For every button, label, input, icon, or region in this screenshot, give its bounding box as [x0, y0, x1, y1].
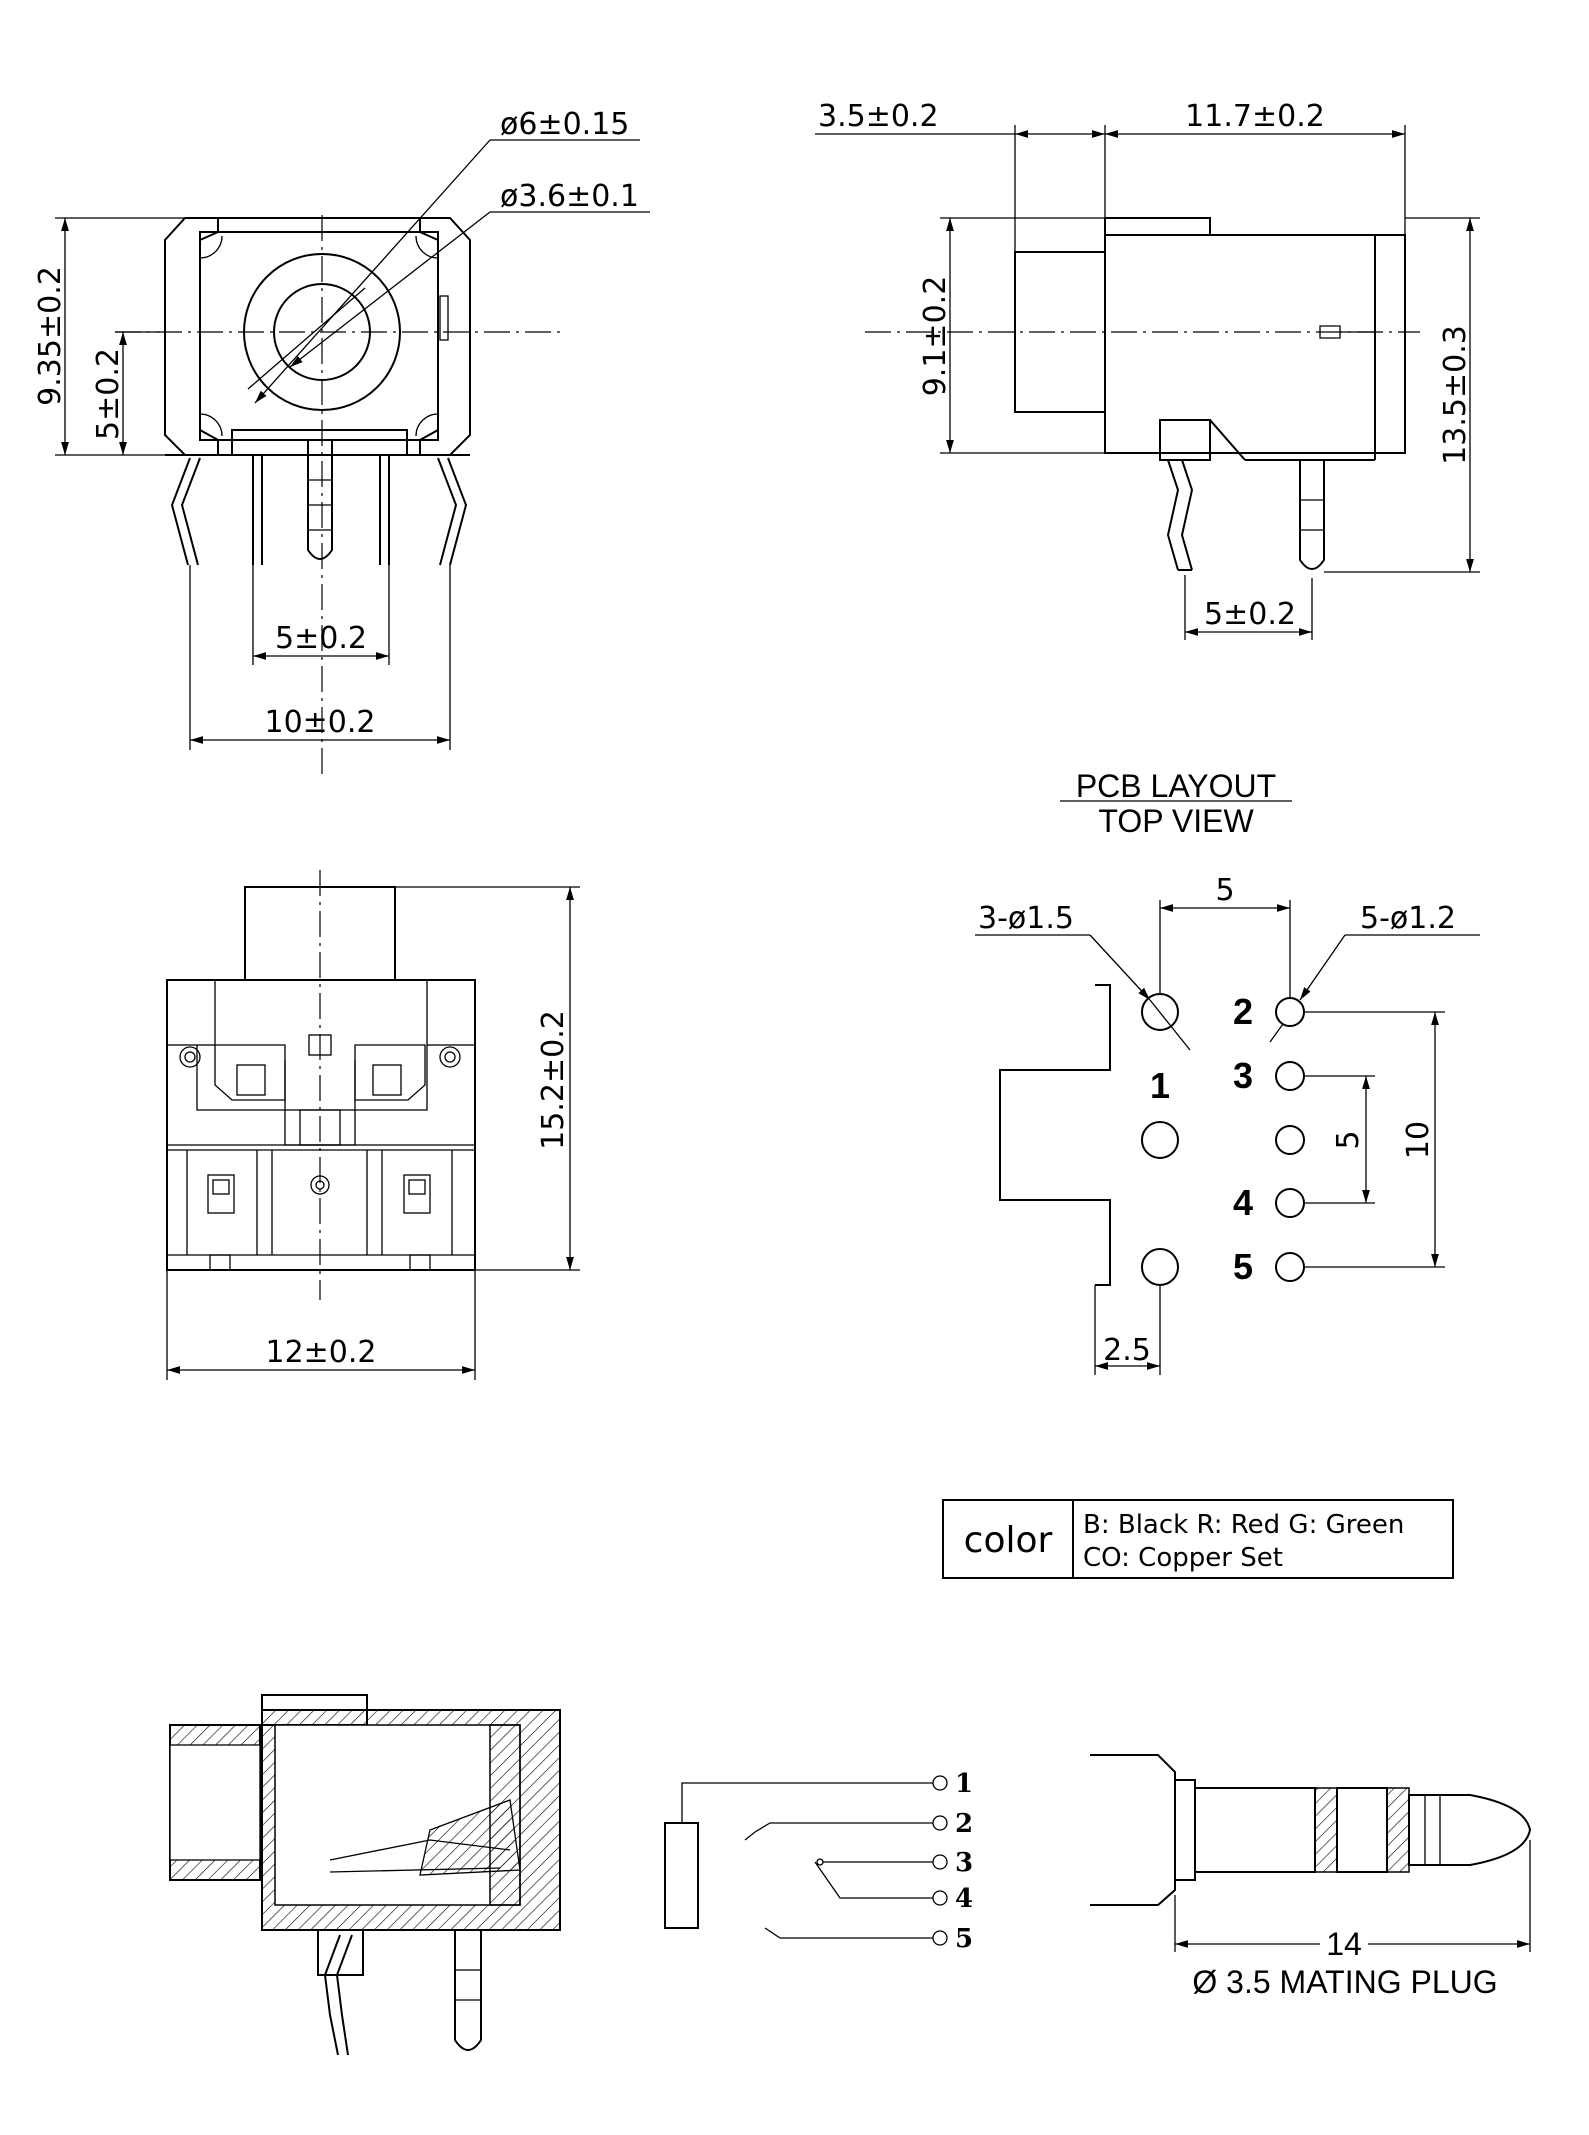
schematic-pin-3: 3	[955, 1848, 973, 1878]
pcb-hole-large	[1141, 1248, 1179, 1286]
pcb-hole-small	[1275, 997, 1305, 1027]
pcb-hole-small	[1275, 1061, 1305, 1091]
schematic-terminal	[932, 1775, 948, 1791]
dim-width: 10±0.2	[264, 705, 375, 740]
pcb-hole-large	[1141, 1121, 1179, 1159]
dim-bottom-width: 12±0.2	[265, 1335, 376, 1370]
schematic-terminal	[932, 1890, 948, 1906]
schematic: 1 2 3 4 5	[664, 1769, 973, 1954]
dim-height: 9.35±0.2	[33, 266, 68, 406]
schematic-pin-2: 2	[955, 1809, 973, 1839]
bottom-view: 15.2±0.2 12±0.2	[166, 870, 580, 1380]
dim-inner-diameter: ø3.6±0.1	[500, 179, 639, 214]
color-legend-line2: CO: Copper Set	[1083, 1543, 1283, 1573]
dim-pin-pitch: 5±0.2	[275, 621, 367, 656]
dim-pcb-span-small: 5	[1331, 1130, 1366, 1149]
dim-small-holes: 5-ø1.2	[1360, 901, 1456, 936]
pcb-hole-small	[1275, 1125, 1305, 1155]
pcb-pin-2: 2	[1233, 991, 1253, 1032]
pcb-hole-small	[1275, 1188, 1305, 1218]
dim-pcb-span-large: 10	[1401, 1121, 1436, 1159]
pcb-title: PCB LAYOUT	[1076, 768, 1276, 804]
side-view: 3.5±0.2 11.7±0.2 9.1±0.2 13.5±0.3 5±0.2	[815, 99, 1480, 640]
dim-outer-diameter: ø6±0.15	[500, 107, 629, 142]
dim-pcb-edge: 2.5	[1103, 1333, 1151, 1368]
pcb-pin-4: 4	[1233, 1182, 1253, 1223]
color-legend: color B: Black R: Red G: Green CO: Coppe…	[942, 1499, 1454, 1579]
schematic-pin-4: 4	[955, 1884, 973, 1914]
pcb-pin-1: 1	[1150, 1065, 1170, 1106]
mating-plug: 14 Ø 3.5 MATING PLUG	[1090, 1754, 1532, 2000]
cross-section	[169, 1694, 561, 2056]
dim-bottom-length: 15.2±0.2	[536, 1010, 571, 1150]
mating-plug-label: Ø 3.5 MATING PLUG	[1192, 1964, 1497, 2000]
pcb-pin-5: 5	[1233, 1246, 1253, 1287]
dim-plug-length: 14	[1326, 1926, 1362, 1962]
pcb-subtitle: TOP VIEW	[1098, 803, 1254, 839]
pcb-layout: PCB LAYOUT TOP VIEW 1 2 3 4 5 3-ø1.5 5-ø…	[975, 768, 1480, 1375]
dim-body-height: 9.1±0.2	[918, 276, 953, 397]
color-legend-line1: B: Black R: Red G: Green	[1083, 1510, 1404, 1540]
dim-pcb-pitch: 5	[1215, 873, 1234, 908]
color-legend-label: color	[964, 1520, 1053, 1561]
schematic-terminal	[932, 1815, 948, 1831]
dim-body-length: 11.7±0.2	[1185, 99, 1325, 134]
pcb-hole-small	[1275, 1252, 1305, 1282]
dim-side-pin-pitch: 5±0.2	[1204, 597, 1296, 632]
schematic-pin-5: 5	[955, 1924, 973, 1954]
dim-nose-length: 3.5±0.2	[818, 99, 939, 134]
front-view: ø6±0.15 ø3.6±0.1 9.35±0.2 5±0.2 5±0.2 10…	[33, 107, 650, 780]
dim-large-holes: 3-ø1.5	[978, 901, 1074, 936]
schematic-pin-1: 1	[955, 1769, 973, 1799]
dim-total-height: 13.5±0.3	[1438, 325, 1473, 465]
schematic-terminal	[932, 1930, 948, 1946]
schematic-terminal	[932, 1854, 948, 1870]
pcb-pin-3: 3	[1233, 1055, 1253, 1096]
dim-center-height: 5±0.2	[91, 348, 126, 440]
